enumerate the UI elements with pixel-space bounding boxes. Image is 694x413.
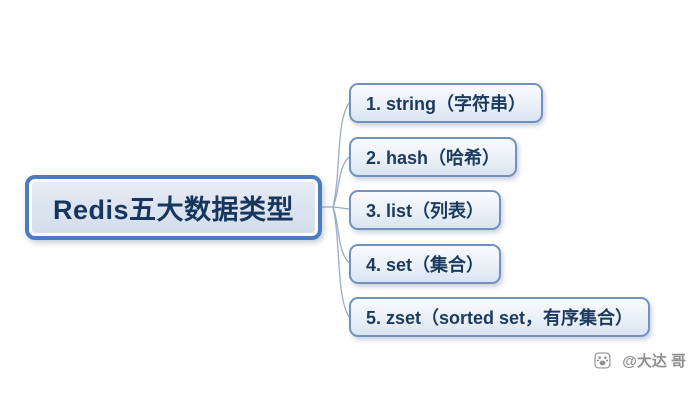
branch-node-string[interactable]: 1. string（字符串） bbox=[349, 83, 544, 123]
watermark: @大达 哥 bbox=[594, 318, 686, 403]
connector-branch-3 bbox=[333, 206, 350, 210]
branch-node-label: 5. zset（sorted set，有序集合） bbox=[366, 308, 634, 328]
connector-branch-5 bbox=[332, 206, 350, 318]
branch-node-hash[interactable]: 2. hash（哈希） bbox=[349, 137, 518, 177]
branch-node-label: 3. list（列表） bbox=[366, 201, 485, 221]
baidu-paw-icon bbox=[594, 318, 619, 403]
connector-branch-4 bbox=[332, 206, 350, 264]
branch-node-list[interactable]: 3. list（列表） bbox=[349, 190, 502, 230]
watermark-text: @大达 哥 bbox=[622, 353, 686, 370]
branch-node-label: 4. set（集合） bbox=[366, 255, 485, 275]
branch-node-zset[interactable]: 5. zset（sorted set，有序集合） bbox=[349, 297, 651, 337]
connector-branch-2 bbox=[332, 156, 350, 208]
branch-node-label: 1. string（字符串） bbox=[366, 94, 527, 114]
connector-branch-1 bbox=[332, 102, 350, 208]
branch-node-set[interactable]: 4. set（集合） bbox=[349, 244, 502, 284]
root-node-redis-types[interactable]: Redis五大数据类型 bbox=[25, 175, 322, 240]
root-node-label: Redis五大数据类型 bbox=[52, 195, 295, 225]
branch-node-label: 2. hash（哈希） bbox=[366, 148, 501, 168]
